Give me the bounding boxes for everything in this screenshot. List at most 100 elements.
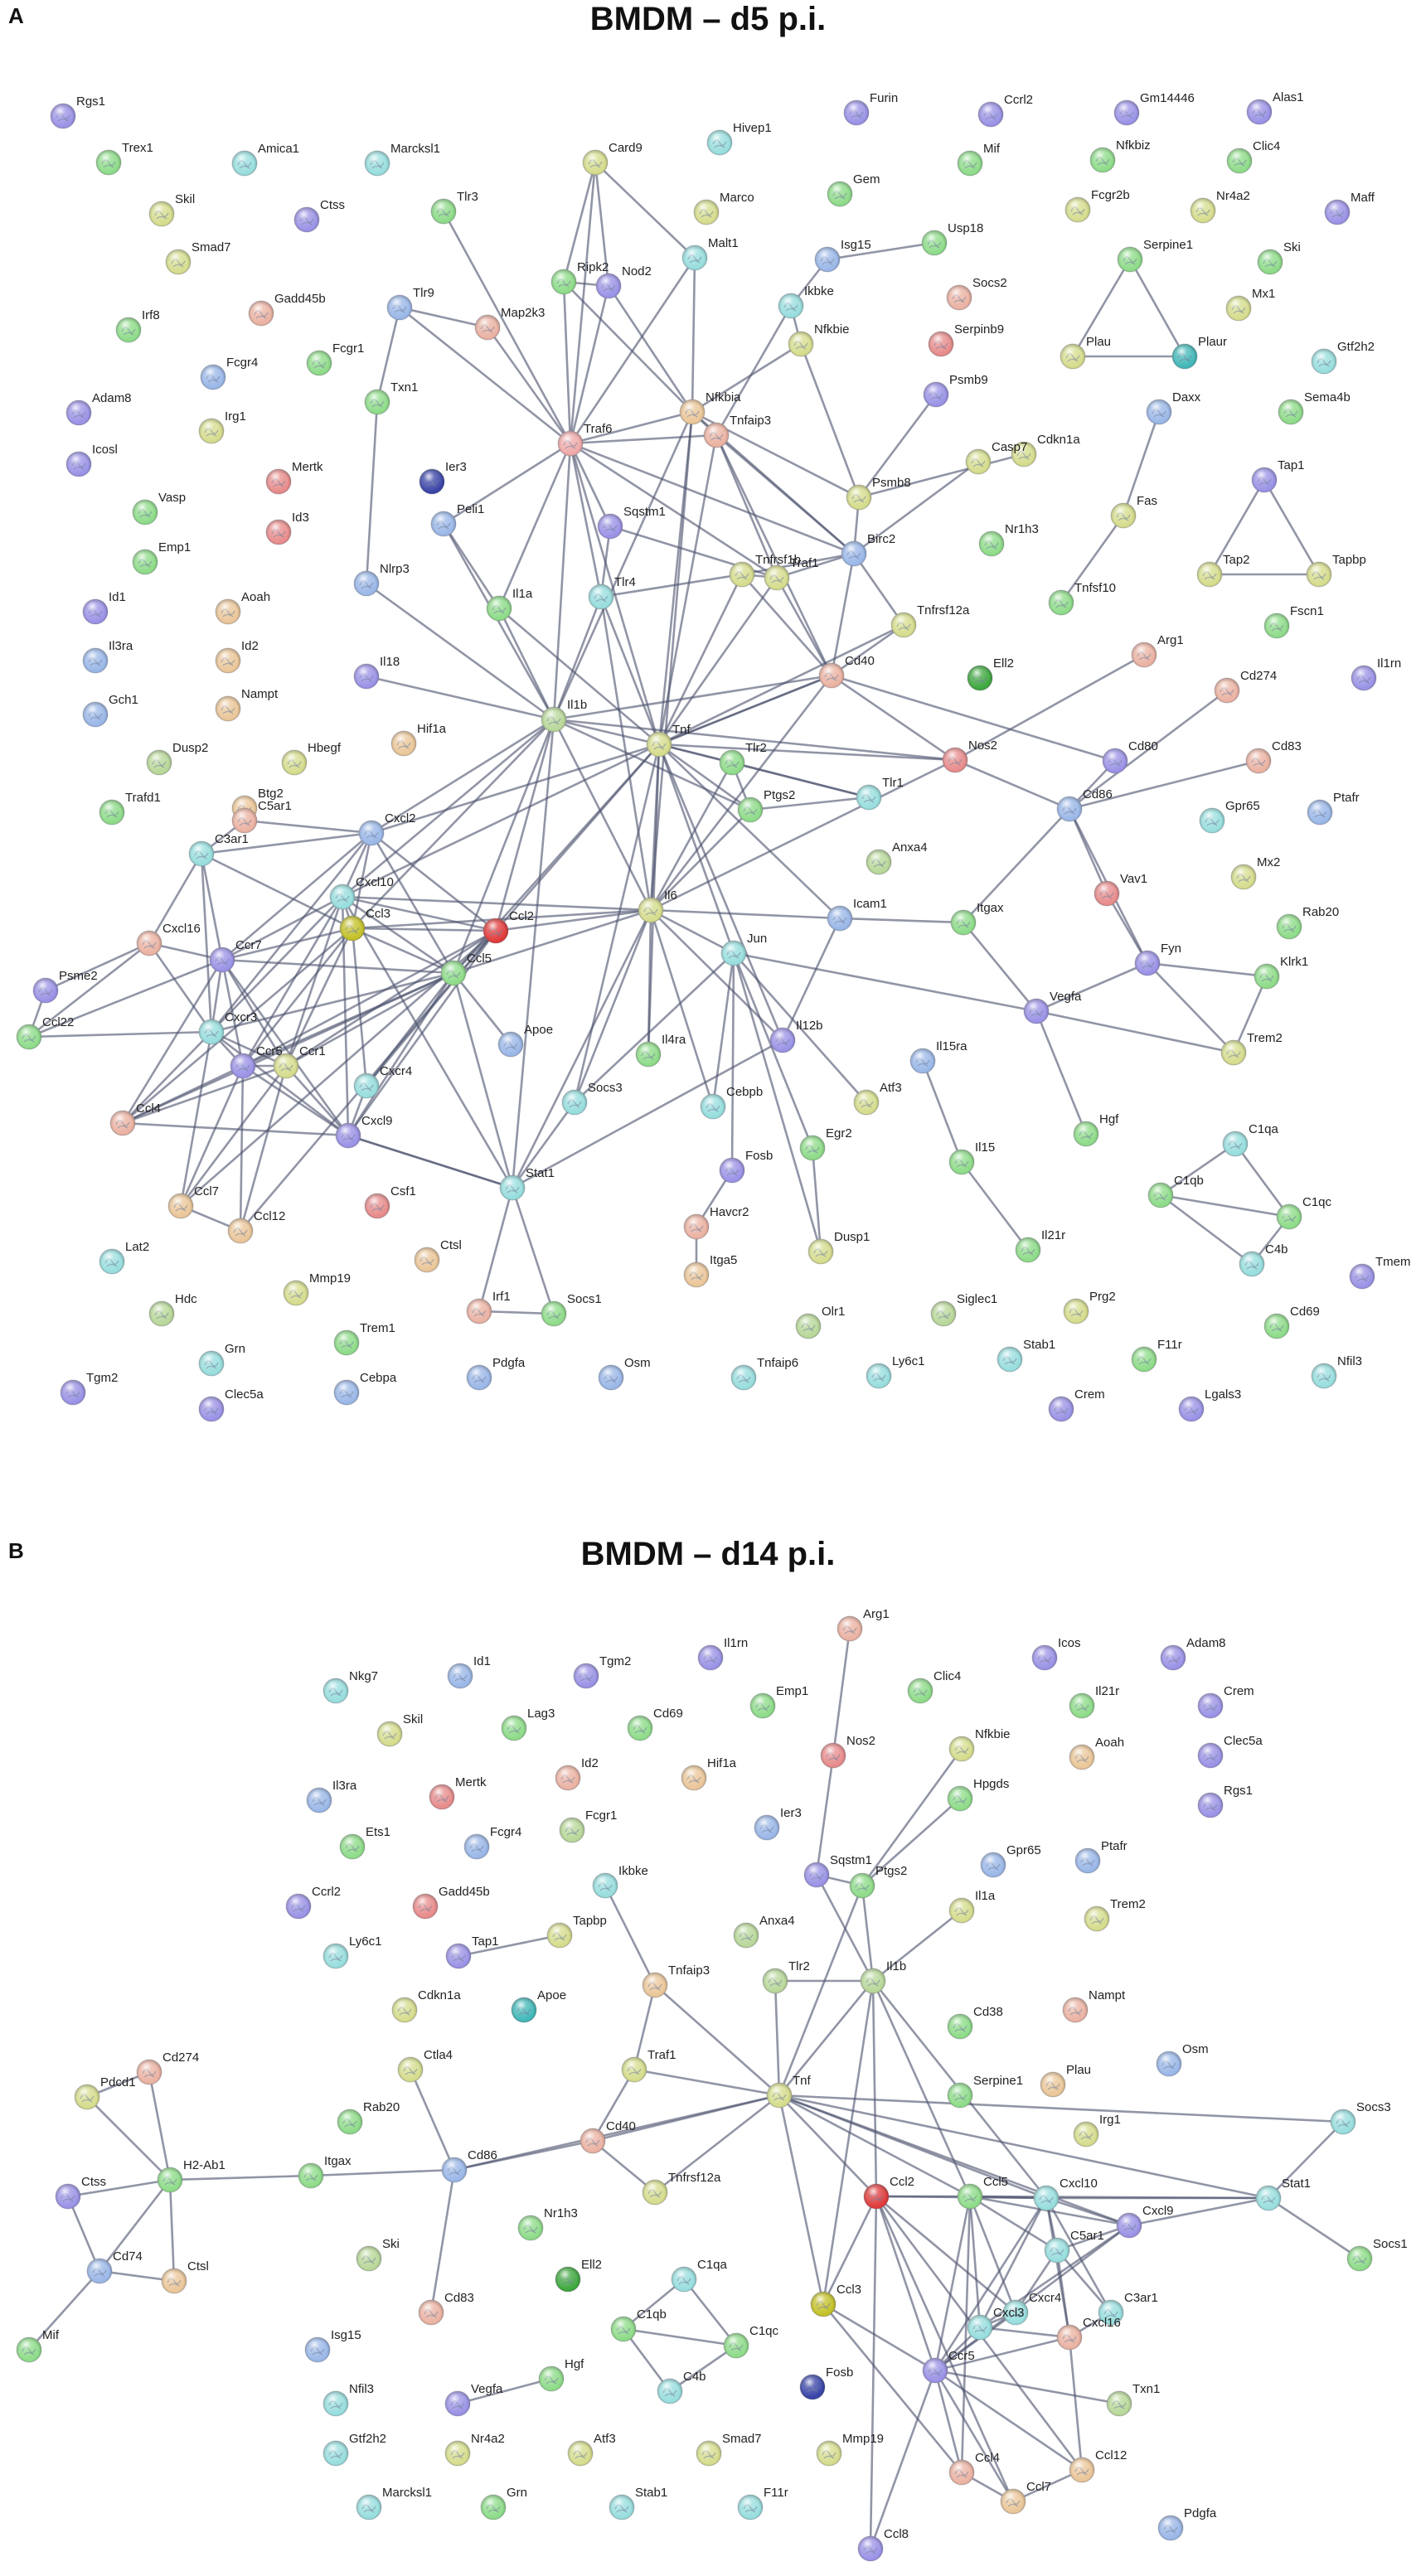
node-ripk2[interactable]: Ripk2: [550, 260, 609, 295]
node-peli1[interactable]: Peli1: [430, 502, 484, 537]
node-cd86[interactable]: Cd86: [441, 2148, 497, 2183]
node-mmp19[interactable]: Mmp19: [816, 2432, 884, 2467]
node-cxcr4[interactable]: Cxcr4: [353, 1064, 412, 1099]
node-rgs1[interactable]: Rgs1: [50, 94, 105, 129]
node-anxa4[interactable]: Anxa4: [866, 840, 928, 875]
node-ccrl2[interactable]: Ccrl2: [977, 93, 1033, 128]
node-atf3[interactable]: Atf3: [567, 2432, 616, 2467]
node-hgf[interactable]: Hgf: [1073, 1112, 1119, 1147]
node-c4b[interactable]: C4b: [657, 2370, 706, 2404]
node-cdkn1a[interactable]: Cdkn1a: [391, 1988, 461, 2023]
node-ccl7[interactable]: Ccl7: [167, 1184, 219, 1219]
node-mx1[interactable]: Mx1: [1225, 287, 1275, 322]
node-tnfaip3[interactable]: Tnfaip3: [642, 1963, 710, 1998]
node-c5ar1[interactable]: C5ar1: [231, 799, 292, 834]
node-il1a[interactable]: Il1a: [486, 587, 533, 622]
node-maff[interactable]: Maff: [1324, 191, 1375, 225]
node-mif[interactable]: Mif: [957, 142, 1001, 177]
node-irf1[interactable]: Irf1: [466, 1290, 511, 1324]
node-itgax[interactable]: Itgax: [950, 901, 1004, 936]
node-clic4[interactable]: Clic4: [907, 1669, 961, 1704]
node-mx2[interactable]: Mx2: [1230, 855, 1280, 890]
node-il15[interactable]: Il15: [948, 1140, 995, 1175]
node-fyn[interactable]: Fyn: [1134, 942, 1181, 976]
node-clec5a[interactable]: Clec5a: [198, 1387, 264, 1422]
node-tnf[interactable]: Tnf: [766, 2074, 812, 2109]
node-id2[interactable]: Id2: [215, 639, 259, 674]
node-fscn1[interactable]: Fscn1: [1263, 604, 1324, 639]
node-ets1[interactable]: Ets1: [339, 1825, 390, 1860]
node-usp18[interactable]: Usp18: [921, 221, 983, 256]
node-nr1h3[interactable]: Nr1h3: [978, 522, 1039, 557]
node-irg1[interactable]: Irg1: [1073, 2113, 1121, 2147]
node-ccl4[interactable]: Ccl4: [109, 1102, 161, 1136]
node-ccr5[interactable]: Ccr5: [922, 2349, 975, 2384]
node-isg15[interactable]: Isg15: [304, 2328, 361, 2363]
node-rab20[interactable]: Rab20: [337, 2100, 400, 2135]
node-ctss[interactable]: Ctss: [293, 198, 345, 233]
node-nfkbie[interactable]: Nfkbie: [948, 1727, 1011, 1762]
node-h2-ab1[interactable]: H2-Ab1: [157, 2158, 225, 2193]
node-tmem[interactable]: Tmem: [1349, 1255, 1411, 1290]
node-gadd45b[interactable]: Gadd45b: [412, 1885, 490, 1920]
node-pdcd1[interactable]: Pdcd1: [74, 2075, 136, 2110]
node-irf8[interactable]: Irf8: [115, 308, 160, 343]
node-ccl8[interactable]: Ccl8: [857, 2527, 909, 2562]
node-birc2[interactable]: Birc2: [841, 532, 895, 567]
node-cd40[interactable]: Cd40: [579, 2119, 636, 2154]
node-id3[interactable]: Id3: [265, 511, 309, 545]
node-gpr65[interactable]: Gpr65: [980, 1843, 1041, 1878]
node-skil[interactable]: Skil: [376, 1712, 423, 1747]
node-socs1[interactable]: Socs1: [541, 1292, 602, 1327]
node-smad7[interactable]: Smad7: [165, 240, 231, 275]
node-fas[interactable]: Fas: [1110, 494, 1157, 529]
node-daxx[interactable]: Daxx: [1146, 390, 1201, 425]
node-grn[interactable]: Grn: [480, 2486, 527, 2520]
node-socs2[interactable]: Socs2: [946, 276, 1007, 311]
node-osm[interactable]: Osm: [1156, 2042, 1209, 2077]
node-cxcl10[interactable]: Cxcl10: [1033, 2177, 1098, 2211]
node-plau[interactable]: Plau: [1040, 2063, 1091, 2098]
node-anxa4[interactable]: Anxa4: [733, 1914, 795, 1949]
node-cd274[interactable]: Cd274: [1214, 669, 1277, 704]
node-cd69[interactable]: Cd69: [627, 1707, 683, 1741]
node-ccr1[interactable]: Ccr1: [273, 1044, 326, 1079]
node-serpine1[interactable]: Serpine1: [1117, 238, 1193, 273]
node-trafd1[interactable]: Trafd1: [99, 791, 161, 826]
node-c1qb[interactable]: C1qb: [610, 2307, 667, 2342]
node-vasp[interactable]: Vasp: [132, 491, 186, 525]
node-map2k3[interactable]: Map2k3: [474, 306, 545, 341]
node-ccl12[interactable]: Ccl12: [1069, 2448, 1127, 2483]
node-hgf[interactable]: Hgf: [538, 2357, 584, 2392]
node-vegfa[interactable]: Vegfa: [1023, 990, 1082, 1024]
node-il12b[interactable]: Il12b: [769, 1019, 823, 1053]
node-emp1[interactable]: Emp1: [132, 540, 191, 575]
node-sqstm1[interactable]: Sqstm1: [803, 1853, 872, 1888]
node-ikbke[interactable]: Ikbke: [778, 284, 834, 319]
node-vav1[interactable]: Vav1: [1094, 872, 1147, 907]
node-ctsl[interactable]: Ctsl: [161, 2259, 209, 2294]
node-isg15[interactable]: Isg15: [814, 238, 871, 273]
node-clec5a[interactable]: Clec5a: [1197, 1734, 1263, 1769]
node-il1b[interactable]: Il1b: [541, 698, 587, 733]
node-cdkn1a[interactable]: Cdkn1a: [1011, 433, 1080, 467]
node-hivep1[interactable]: Hivep1: [706, 121, 772, 156]
node-c3ar1[interactable]: C3ar1: [188, 832, 249, 867]
node-mertk[interactable]: Mertk: [265, 460, 323, 495]
node-tnfrsf1b[interactable]: Tnfrsf1b: [729, 553, 801, 588]
node-hbegf[interactable]: Hbegf: [281, 741, 342, 776]
node-hif1a[interactable]: Hif1a: [390, 722, 447, 757]
node-txn1[interactable]: Txn1: [364, 380, 418, 415]
node-stat1[interactable]: Stat1: [1255, 2177, 1311, 2211]
node-rgs1[interactable]: Rgs1: [1197, 1784, 1253, 1818]
node-hpgds[interactable]: Hpgds: [947, 1777, 1009, 1812]
node-irg1[interactable]: Irg1: [198, 409, 246, 444]
node-klrk1[interactable]: Klrk1: [1254, 955, 1308, 990]
node-tlr4[interactable]: Tlr4: [588, 575, 636, 610]
node-il6[interactable]: Il6: [638, 889, 677, 923]
node-pdgfa[interactable]: Pdgfa: [1157, 2506, 1217, 2541]
node-lgals3[interactable]: Lgals3: [1178, 1387, 1241, 1422]
node-cd74[interactable]: Cd74: [86, 2249, 143, 2284]
node-c3ar1[interactable]: C3ar1: [1098, 2291, 1158, 2326]
node-gch1[interactable]: Gch1: [82, 693, 138, 728]
